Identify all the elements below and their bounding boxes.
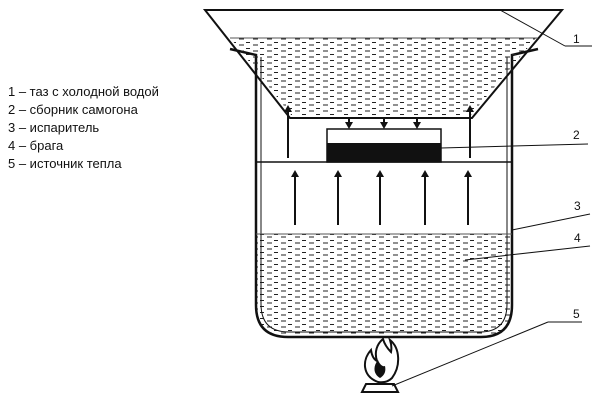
- callout-line-4: [464, 245, 591, 261]
- callout-number-4: 4: [574, 231, 581, 245]
- legend-item-basin: 1 – таз с холодной водой: [8, 84, 159, 99]
- drip-arrows: [345, 117, 421, 129]
- burner-base: [360, 383, 400, 393]
- legend-item-collector: 2 – сборник самогона: [8, 102, 138, 117]
- drip-arrow: [345, 117, 353, 129]
- vapor-arrow-lower: [334, 170, 342, 225]
- flame-inner: [374, 360, 386, 378]
- cold-water-basin: [202, 9, 565, 119]
- flame-outer: [364, 337, 400, 384]
- vapor-arrow-upper: [466, 105, 474, 158]
- vapor-arrow-lower: [376, 170, 384, 225]
- pot-inner-wall: [260, 57, 508, 333]
- legend-item-mash: 4 – брага: [8, 138, 64, 153]
- legend-item-evaporator: 3 – испаритель: [8, 120, 100, 135]
- vapor-arrow-upper: [284, 105, 292, 158]
- collector-fill: [327, 143, 441, 162]
- callout-line-1: [499, 9, 566, 47]
- drip-arrow: [413, 117, 421, 129]
- callout-line-5: [391, 321, 549, 387]
- drip-arrow: [380, 117, 388, 129]
- mash-liquid: [256, 234, 512, 337]
- vapor-arrow-lower: [464, 170, 472, 225]
- flame-icon: [360, 337, 400, 393]
- callout-number-3: 3: [574, 199, 581, 213]
- callout-number-5: 5: [573, 307, 580, 321]
- callout-line-3: [511, 213, 591, 231]
- evaporator-pot: [229, 47, 539, 339]
- moonshine-collector: [326, 128, 442, 163]
- pot-outline: [229, 47, 539, 339]
- basin-outline: [202, 9, 565, 119]
- vapor-arrow-lower: [291, 170, 299, 225]
- callout-line-2: [440, 143, 589, 149]
- callout-number-1: 1: [573, 32, 580, 46]
- vapor-arrows: [284, 105, 474, 225]
- callout-lines: [391, 9, 592, 387]
- legend: 1 – таз с холодной водой 2 – сборник сам…: [8, 83, 238, 173]
- legend-item-heat-source: 5 – источник тепла: [8, 156, 122, 171]
- vapor-arrow-lower: [421, 170, 429, 225]
- callout-number-2: 2: [573, 128, 580, 142]
